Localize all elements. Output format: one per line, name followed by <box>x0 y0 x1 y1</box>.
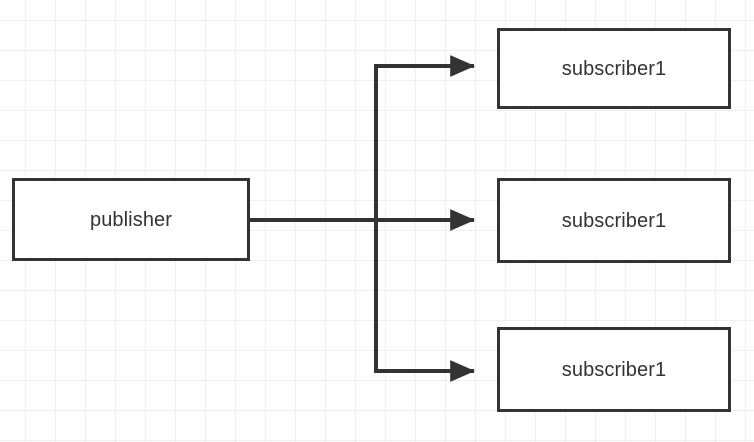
node-subscriber-bottom[interactable]: subscriber1 <box>497 327 731 412</box>
node-publisher-label: publisher <box>89 208 173 231</box>
node-subscriber-bottom-label: subscriber1 <box>561 358 667 381</box>
node-subscriber-middle[interactable]: subscriber1 <box>497 178 731 263</box>
node-subscriber-top-label: subscriber1 <box>561 57 667 80</box>
node-publisher[interactable]: publisher <box>12 178 250 261</box>
node-subscriber-top[interactable]: subscriber1 <box>497 28 731 109</box>
node-subscriber-middle-label: subscriber1 <box>561 209 667 232</box>
